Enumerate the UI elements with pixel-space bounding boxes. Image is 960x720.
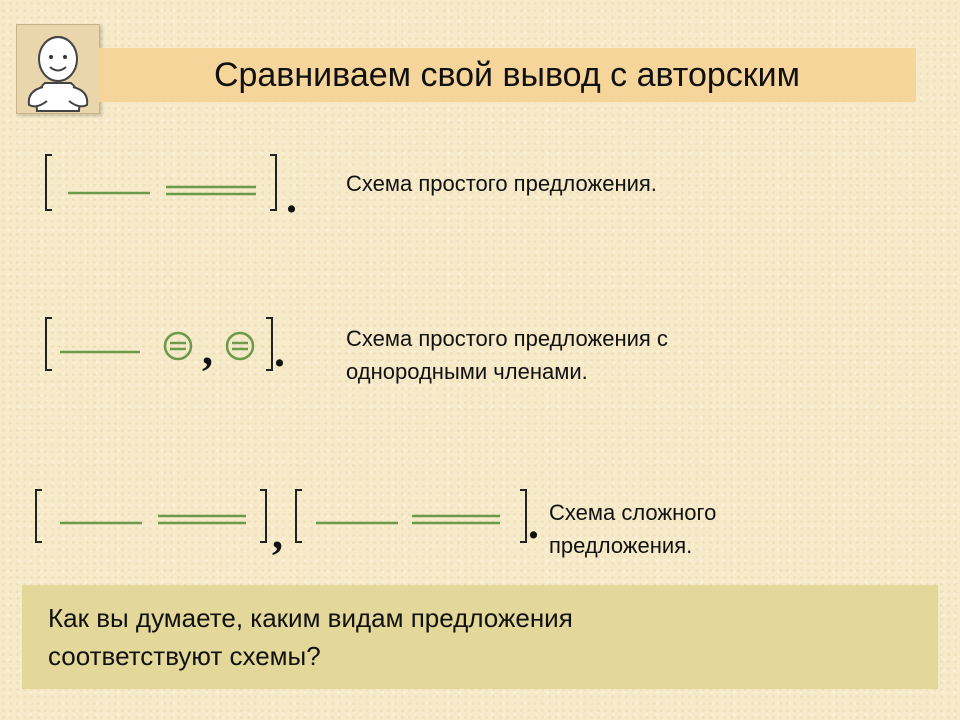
period-mark: . <box>528 499 539 548</box>
period-mark: . <box>274 327 285 376</box>
caption-line: Схема простого предложения с <box>346 326 668 351</box>
bracket-open <box>295 489 302 543</box>
avatar <box>16 24 100 114</box>
bracket-close <box>270 154 277 211</box>
comma-mark: , <box>272 509 283 558</box>
question-line: соответствуют схемы? <box>48 641 321 671</box>
homogeneous-predicate-circle <box>163 331 193 361</box>
question-box: Как вы думаете, каким видам предложения … <box>22 585 938 689</box>
bracket-close <box>520 489 527 543</box>
caption-line: Схема сложного <box>549 500 717 525</box>
bracket-open <box>45 154 52 211</box>
bracket-close <box>266 317 273 371</box>
caption-line: предложения. <box>549 533 693 558</box>
caption-line: однородными членами. <box>346 359 588 384</box>
schema-caption-complex: Схема сложного предложения. <box>549 496 716 562</box>
slide-title: Сравниваем свой вывод с авторским <box>213 56 801 94</box>
schema-caption-homogeneous: Схема простого предложения с однородными… <box>346 322 668 388</box>
homogeneous-predicate-circle <box>225 331 255 361</box>
question-line: Как вы думаете, каким видам предложения <box>48 603 573 633</box>
smiling-child-icon <box>27 36 89 112</box>
comma-mark: , <box>202 325 213 374</box>
question-text: Как вы думаете, каким видам предложения … <box>48 599 748 675</box>
title-bar: Сравниваем свой вывод с авторским <box>98 48 916 102</box>
bracket-close <box>260 489 267 543</box>
schema-caption-simple: Схема простого предложения. <box>346 171 657 196</box>
bracket-open <box>45 317 52 371</box>
period-mark: . <box>286 173 297 222</box>
bracket-open <box>35 489 42 543</box>
